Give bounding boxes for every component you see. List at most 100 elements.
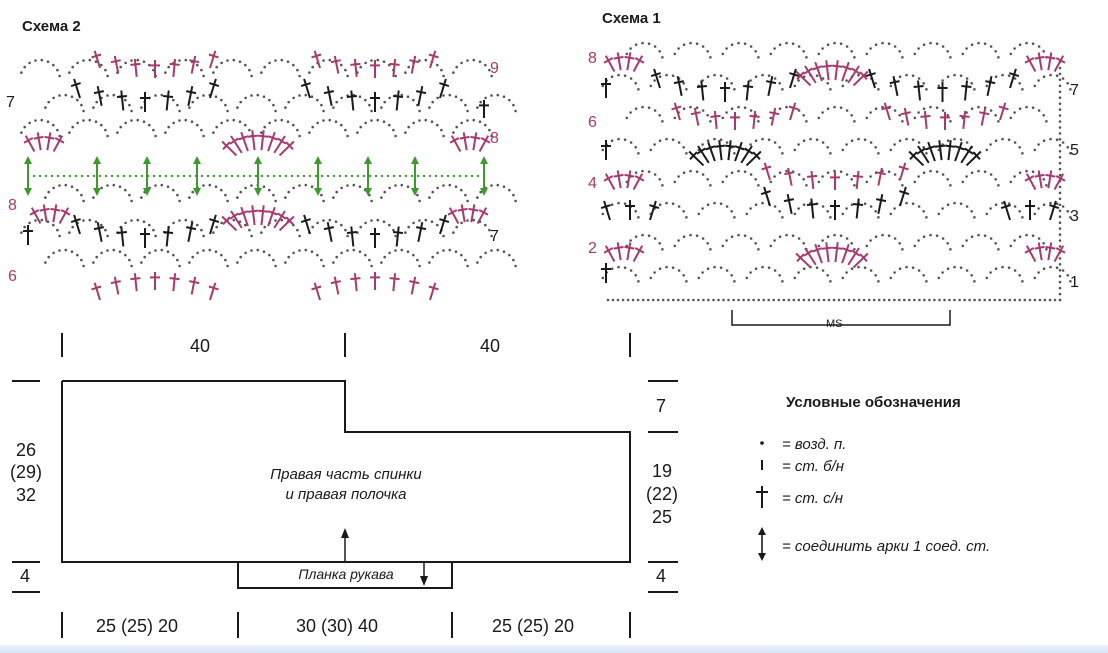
chain-dot — [852, 298, 856, 302]
chain-dot — [941, 271, 944, 274]
chain-dot — [845, 207, 848, 210]
chain-dot — [322, 264, 325, 268]
chain-dot — [184, 218, 188, 222]
chain-dot — [706, 178, 709, 181]
chain-dot — [881, 41, 884, 45]
right-height-line: (22) — [646, 484, 679, 504]
chain-dot — [334, 60, 338, 63]
green-chain-dot — [212, 174, 216, 178]
chain-dot — [116, 231, 119, 234]
chain-dot — [455, 225, 459, 229]
magenta-stitch — [190, 276, 197, 295]
green-chain-dot — [158, 174, 162, 178]
magenta-stitch — [353, 58, 358, 77]
black-fan-stitch — [740, 145, 753, 164]
chain-dot — [400, 248, 404, 252]
chain-dot — [773, 77, 777, 80]
double-crochet-stitch — [855, 198, 860, 219]
magenta-stitch — [208, 285, 219, 291]
chain-dot — [802, 267, 806, 271]
chain-dot — [196, 96, 199, 100]
chain-dot — [989, 237, 993, 240]
chain-dot — [220, 221, 223, 225]
green-chain-dot — [338, 174, 342, 178]
chain-dot — [71, 65, 74, 69]
chain-dot — [1018, 274, 1021, 277]
chain-dot — [673, 180, 677, 184]
pattern-center-text-2: и правая полочка — [285, 486, 407, 503]
magenta-stitch — [208, 53, 219, 59]
chain-dot — [893, 271, 896, 274]
magenta-stitch — [979, 111, 990, 116]
chain-dot — [412, 221, 415, 225]
magenta-fan-stitch — [238, 210, 249, 216]
chain-dot — [922, 146, 925, 149]
chain-dot — [1058, 292, 1062, 296]
magenta-stitch — [980, 107, 987, 126]
chain-dot — [512, 258, 515, 262]
green-chain-dot — [254, 174, 258, 178]
chain-dot — [634, 82, 637, 85]
green-chain-dot — [122, 174, 126, 178]
magenta-stitch — [91, 53, 102, 59]
magenta-stitch — [313, 50, 321, 69]
chain-dot — [128, 258, 131, 262]
chain-dot — [236, 106, 239, 109]
chain-dot — [298, 134, 301, 138]
chain-dot — [773, 47, 776, 50]
chain-dot — [653, 271, 656, 274]
double-crochet-stitch — [1049, 200, 1057, 221]
chain-dot — [937, 84, 941, 88]
chain-dot — [116, 71, 119, 74]
chain-dot — [905, 73, 908, 77]
chain-dot — [80, 193, 83, 197]
chain-dot — [232, 118, 236, 122]
chain-dot — [682, 82, 685, 85]
chain-dot — [404, 231, 407, 234]
chain-dot — [845, 271, 848, 274]
chain-dot — [383, 100, 387, 104]
chain-dot — [634, 146, 637, 149]
magenta-fan-stitch — [831, 64, 843, 68]
chain-dot — [752, 298, 755, 302]
chain-dot — [677, 239, 680, 242]
chain-dot — [1061, 269, 1065, 272]
chain-dot — [70, 95, 74, 98]
magenta-fan-stitch — [247, 209, 259, 213]
chain-dot — [733, 88, 736, 91]
chain-dot — [922, 43, 926, 46]
chain-dot — [172, 188, 175, 192]
magenta-fan-stitch — [1055, 175, 1066, 182]
chain-dot — [296, 68, 299, 72]
magenta-fan-stitch — [616, 242, 622, 261]
magenta-stitch — [169, 277, 180, 281]
chain-dot — [1028, 298, 1032, 302]
double-crochet-stitch — [789, 68, 797, 89]
chain-dot — [719, 266, 723, 270]
double-crochet-stitch — [439, 82, 450, 88]
chain-dot — [985, 84, 989, 88]
chain-dot — [196, 186, 199, 190]
chain-dot — [152, 68, 155, 72]
chain-dot — [154, 94, 157, 97]
chain-dot — [845, 45, 849, 48]
magenta-fan-stitch — [847, 247, 860, 266]
green-chain-dot — [374, 174, 378, 178]
chain-dot — [496, 93, 500, 97]
chain-dot — [311, 125, 315, 129]
chain-dot — [941, 109, 945, 112]
chain-dot — [476, 106, 479, 109]
magenta-stitch — [209, 282, 217, 301]
chain-dot — [673, 244, 677, 248]
green-chain-dot — [260, 174, 264, 178]
chain-dot — [1058, 132, 1062, 135]
chain-dot — [853, 184, 856, 187]
chain-dot — [238, 120, 242, 123]
chain-dot — [829, 88, 832, 91]
chain-dot — [869, 269, 873, 272]
green-chain-dot — [248, 174, 252, 178]
chain-dot — [997, 56, 1000, 59]
chain-dot — [1042, 178, 1045, 181]
magenta-stitch — [770, 107, 777, 126]
chain-dot — [95, 190, 98, 194]
